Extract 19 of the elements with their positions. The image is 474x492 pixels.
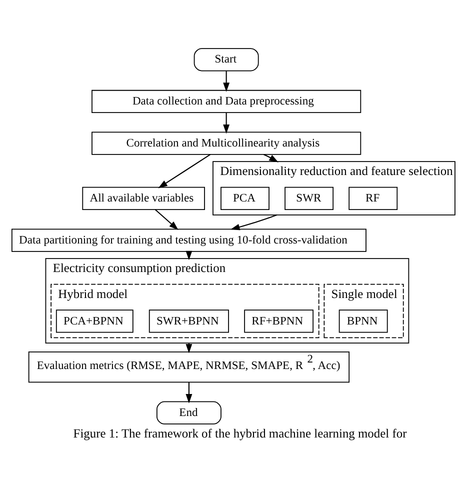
arrow [230, 214, 278, 230]
node-box: Data collection and Data preprocessing [92, 89, 362, 113]
node-box: All available variables [82, 186, 205, 210]
caption: Figure 1: The framework of the hybrid machine learning model for [73, 426, 407, 440]
arrow [223, 70, 230, 92]
node-box: End [156, 400, 222, 424]
node-box: Correlation and Multicollinearity analysis [92, 131, 362, 154]
arrow [223, 112, 230, 134]
node-box: RF+BPNN [244, 309, 314, 332]
node-box: BPNN [338, 309, 388, 332]
node-box: RF [348, 186, 398, 210]
node-box: PCA+BPNN [56, 309, 134, 332]
arrow [154, 208, 178, 230]
node-box: Start [194, 48, 259, 71]
node-box: SWR [284, 186, 334, 210]
node-box: SWR+BPNN [148, 309, 229, 332]
arrow [263, 153, 278, 162]
arrow [186, 382, 192, 403]
node-box: PCA [220, 186, 270, 210]
